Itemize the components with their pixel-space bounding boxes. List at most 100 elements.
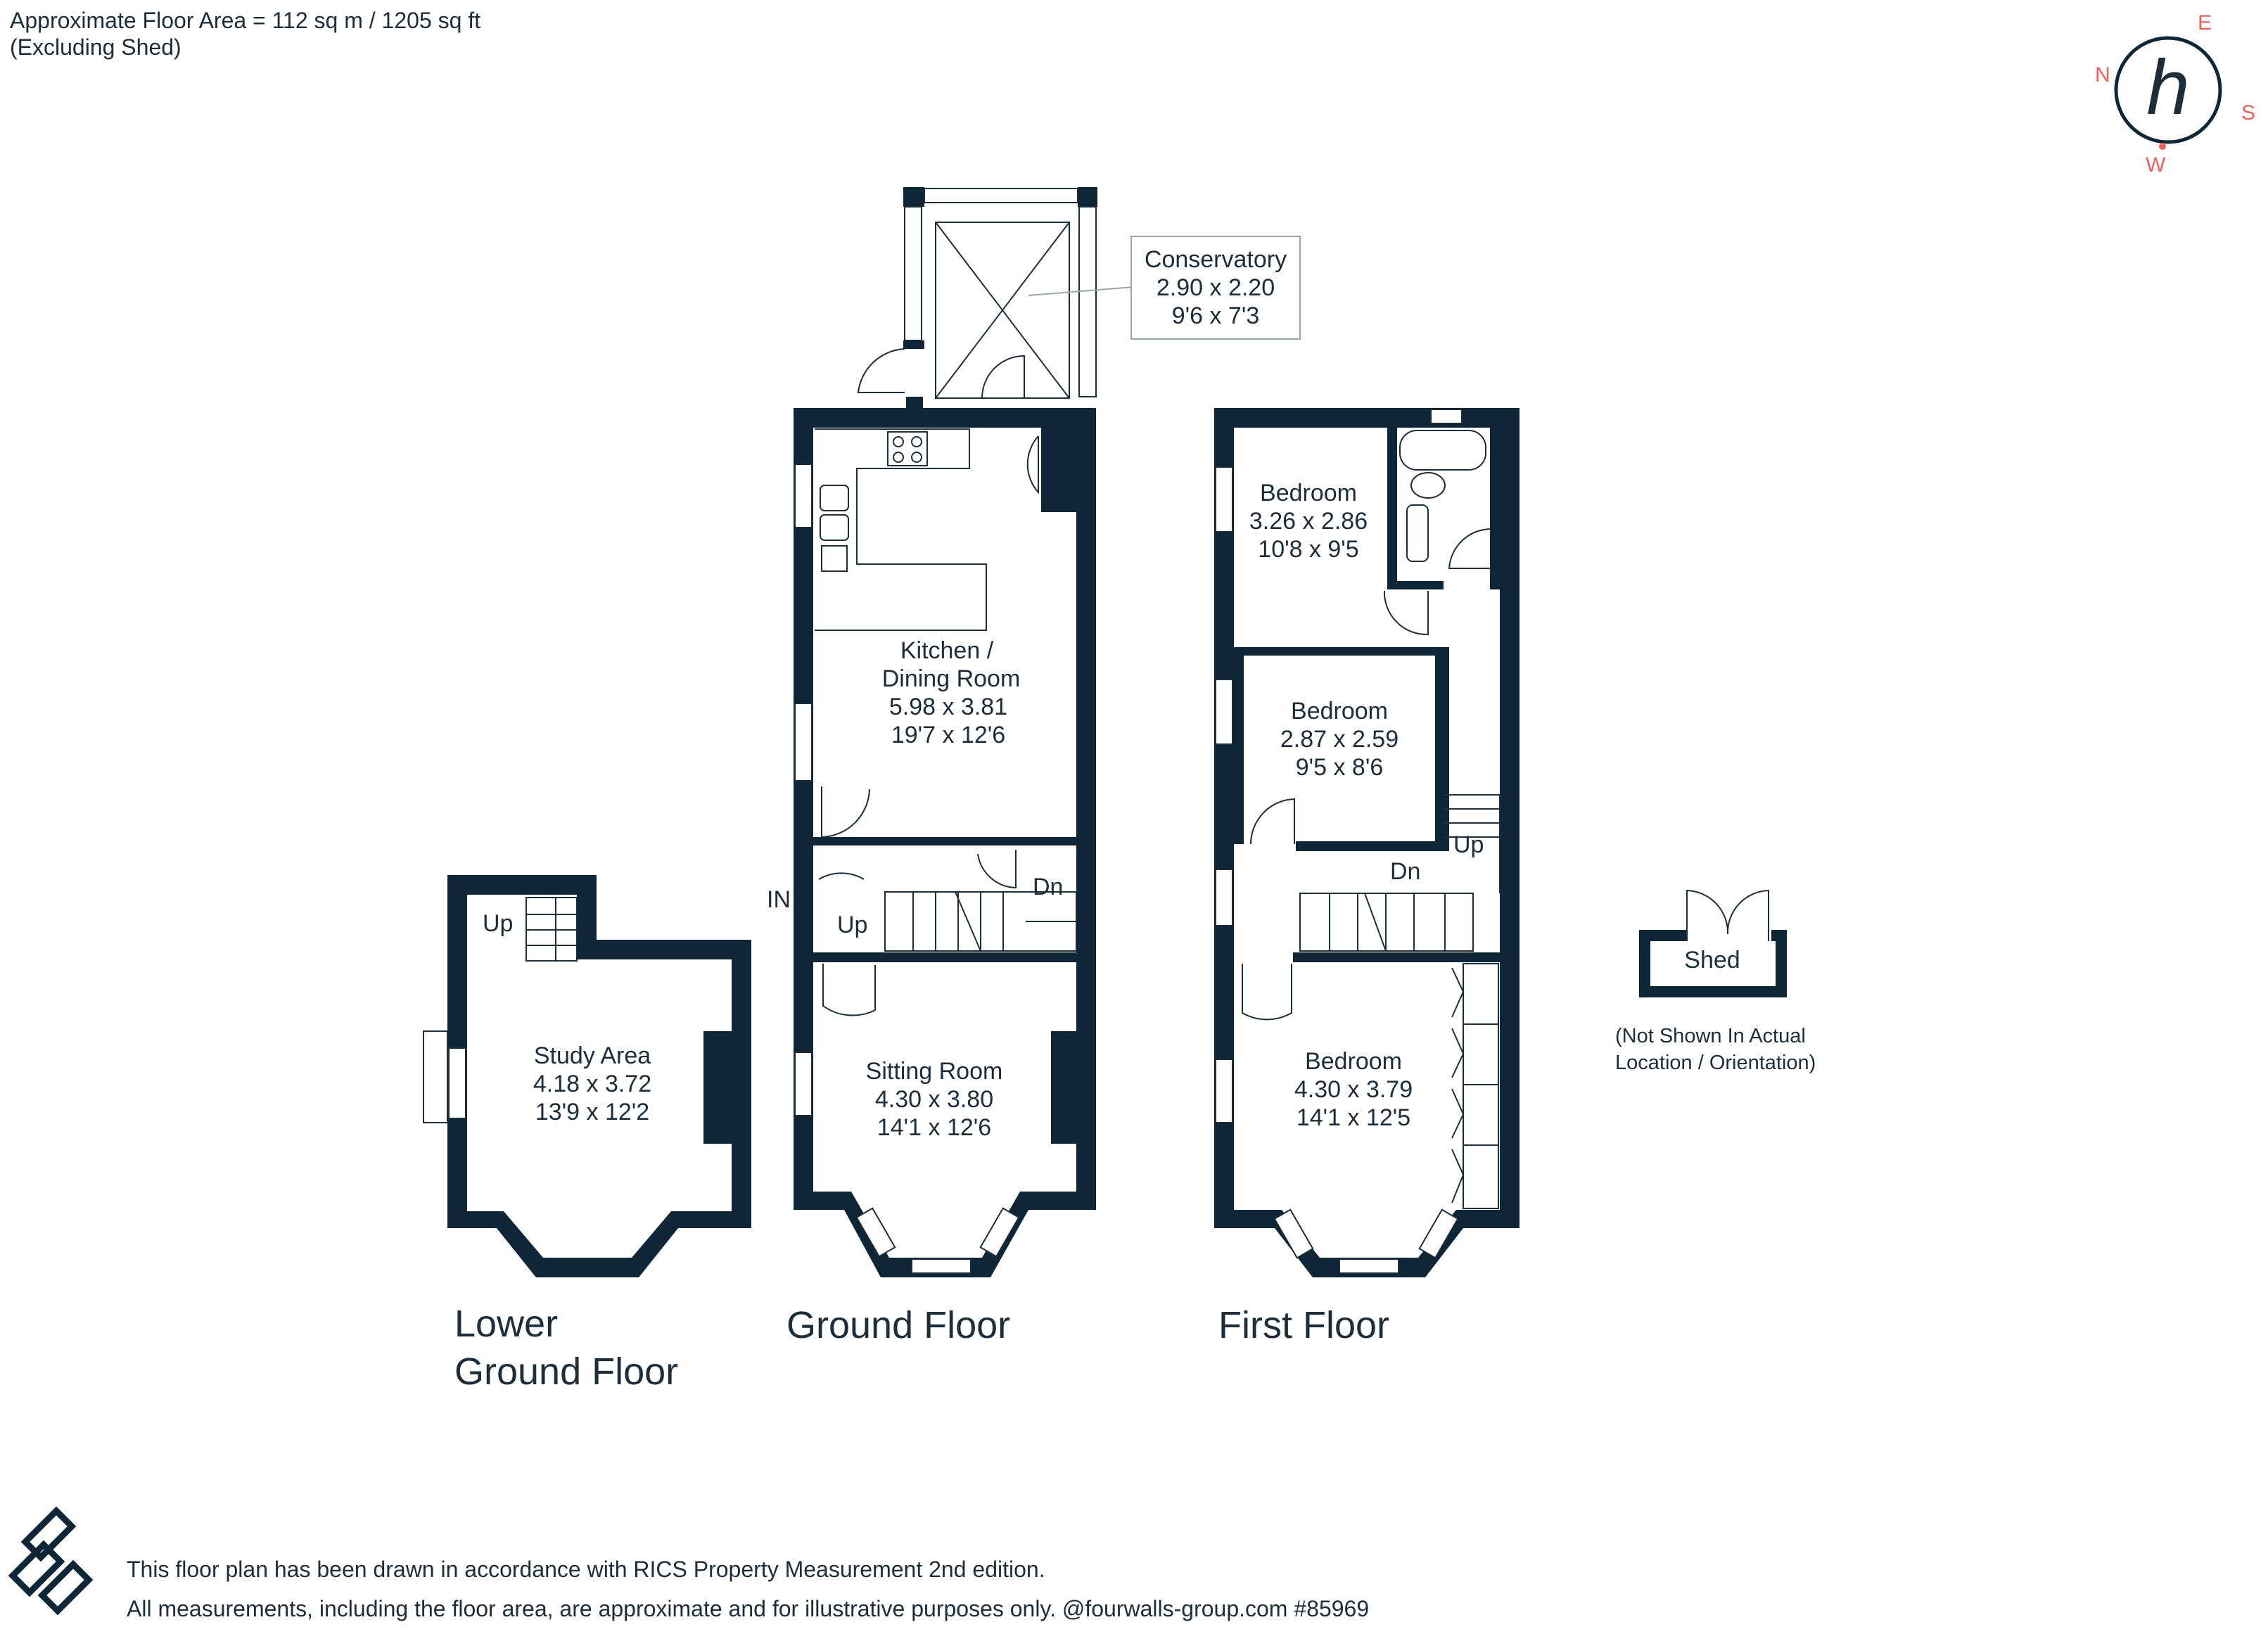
svg-text:10'8 x 9'5: 10'8 x 9'5 xyxy=(1258,536,1358,563)
compass: h E N S W xyxy=(2095,11,2255,177)
svg-text:4.30 x 3.79: 4.30 x 3.79 xyxy=(1294,1076,1413,1103)
conservatory-label-box xyxy=(1130,236,1301,340)
bedroom1-label: Bedroom 3.26 x 2.86 10'8 x 9'5 xyxy=(1249,480,1368,563)
first-stairs-down-label: Dn xyxy=(1390,858,1420,885)
ff-bay-window-right xyxy=(1418,1208,1459,1259)
compass-ring xyxy=(2114,36,2222,144)
sink-bowl-2 xyxy=(820,514,849,541)
bathroom-fixtures xyxy=(1399,430,1492,569)
understairs-door xyxy=(977,850,1017,889)
compass-south: S xyxy=(2241,101,2255,125)
bathroom-west-wall xyxy=(1387,428,1397,589)
bedroom3-label: Bedroom 4.30 x 3.79 14'1 x 12'5 xyxy=(1294,1048,1413,1131)
svg-text:14'1 x 12'6: 14'1 x 12'6 xyxy=(877,1114,991,1141)
sink-bowl-1 xyxy=(820,485,849,511)
drainer xyxy=(821,545,848,572)
svg-text:Dining Room: Dining Room xyxy=(882,665,1021,692)
lower-window xyxy=(448,1047,466,1119)
first-stairs xyxy=(1299,794,1501,952)
svg-text:9'5 x 8'6: 9'5 x 8'6 xyxy=(1296,754,1384,781)
ground-floor-plan: Conservatory 2.90 x 2.20 9'6 x 7'3 Up Dn… xyxy=(767,187,1301,1346)
kitchen-window-lower xyxy=(794,703,813,781)
kitchen-door xyxy=(821,786,870,838)
bedroom3-window xyxy=(1215,1059,1233,1123)
compass-west: W xyxy=(2146,153,2166,177)
footer-line-1: This floor plan has been drawn in accord… xyxy=(127,1557,1045,1582)
lower-bay-window xyxy=(423,1030,448,1123)
svg-text:9'6 x 7'3: 9'6 x 7'3 xyxy=(1172,302,1260,329)
ff-bay-window-front xyxy=(1339,1258,1399,1274)
lower-ground-floor-plan: Up Study Area 4.18 x 3.72 13'9 x 12'2 Lo… xyxy=(423,875,751,1393)
bathroom-east-wall xyxy=(1490,428,1500,589)
svg-text:Bedroom: Bedroom xyxy=(1291,698,1388,725)
chimney-breast xyxy=(703,1031,732,1144)
lower-ground-walls xyxy=(447,875,751,1277)
lower-stairs-up-label: Up xyxy=(483,910,513,937)
svg-text:3.26 x 2.86: 3.26 x 2.86 xyxy=(1249,508,1368,535)
kitchen-label: Kitchen / Dining Room 5.98 x 3.81 19'7 x… xyxy=(882,637,1021,748)
lower-floor-title-line2: Ground Floor xyxy=(454,1351,678,1393)
svg-text:13'9 x 12'2: 13'9 x 12'2 xyxy=(535,1099,649,1125)
first-floor-title: First Floor xyxy=(1218,1304,1389,1346)
compass-east: E xyxy=(2198,11,2212,34)
bedroom3-door xyxy=(1242,964,1292,1021)
compass-north: N xyxy=(2095,63,2110,87)
toilet xyxy=(1410,472,1446,499)
sitting-chimney-breast xyxy=(1051,1031,1076,1144)
entrance-label: IN xyxy=(767,886,791,913)
ground-stairs-down-label: Dn xyxy=(1033,874,1063,900)
sitting-room-label: Sitting Room 4.30 x 3.80 14'1 x 12'6 xyxy=(866,1058,1003,1141)
conservatory xyxy=(857,187,1135,409)
svg-text:4.30 x 3.80: 4.30 x 3.80 xyxy=(875,1086,993,1113)
bay-window-left xyxy=(855,1207,896,1258)
bedroom2-east-wall xyxy=(1435,647,1449,851)
floor-area-text: Approximate Floor Area = 112 sq m / 1205… xyxy=(10,8,480,33)
svg-text:Conservatory: Conservatory xyxy=(1145,246,1287,273)
ff-bay-window-left xyxy=(1273,1208,1314,1259)
ground-stairs xyxy=(884,891,1077,952)
shed-plan: Shed (Not Shown In Actual Location / Ori… xyxy=(1615,889,1816,1074)
bay-window-right xyxy=(979,1207,1020,1258)
fourwalls-logo-icon xyxy=(8,1506,94,1616)
bathroom-window xyxy=(1430,409,1463,424)
svg-text:Bedroom: Bedroom xyxy=(1305,1048,1402,1075)
shed-note-line1: (Not Shown In Actual xyxy=(1615,1025,1806,1047)
footer-line-2: All measurements, including the floor ar… xyxy=(127,1596,1369,1621)
bedroom1-bedroom2-wall xyxy=(1234,647,1449,656)
hall-sitting-wall xyxy=(813,952,1076,962)
bedroom1-window xyxy=(1215,466,1233,532)
bay-window-front xyxy=(911,1258,971,1274)
svg-text:Study Area: Study Area xyxy=(534,1042,651,1069)
bedroom1-door xyxy=(1383,590,1429,636)
hob xyxy=(887,431,928,466)
svg-text:2.90 x 2.20: 2.90 x 2.20 xyxy=(1157,274,1275,301)
pantry-door xyxy=(1026,435,1039,494)
svg-text:2.87 x 2.59: 2.87 x 2.59 xyxy=(1280,726,1399,753)
ground-stairs-up-label: Up xyxy=(837,912,867,938)
study-area-label: Study Area 4.18 x 3.72 13'9 x 12'2 xyxy=(533,1042,651,1125)
bedroom2-west-wall xyxy=(1234,656,1244,844)
front-door xyxy=(818,872,865,880)
sitting-door xyxy=(822,964,876,1016)
landing-bedroom3-wall xyxy=(1293,952,1500,962)
conservatory-label: Conservatory 2.90 x 2.20 9'6 x 7'3 xyxy=(1145,246,1287,329)
kitchen-hall-wall xyxy=(813,837,1076,845)
first-stairs-up-label: Up xyxy=(1453,831,1484,858)
shed-note-line2: Location / Orientation) xyxy=(1615,1052,1816,1074)
lower-stairs xyxy=(525,897,578,962)
wardrobe xyxy=(1451,963,1499,1209)
kitchen-units xyxy=(815,428,987,631)
logo-letter: h xyxy=(2146,44,2189,131)
shed-label: Shed xyxy=(1684,947,1740,974)
floor-area-note: (Excluding Shed) xyxy=(10,34,181,60)
bedroom2-south-wall xyxy=(1296,841,1449,851)
svg-text:4.18 x 3.72: 4.18 x 3.72 xyxy=(533,1071,651,1097)
ground-floor-title: Ground Floor xyxy=(786,1304,1010,1346)
kitchen-window-upper xyxy=(794,464,813,528)
svg-text:Bedroom: Bedroom xyxy=(1260,480,1357,506)
svg-text:Sitting Room: Sitting Room xyxy=(866,1058,1003,1085)
lower-floor-title-line1: Lower xyxy=(454,1303,558,1345)
basin xyxy=(1406,504,1429,562)
kitchen-pantry xyxy=(1041,428,1076,512)
